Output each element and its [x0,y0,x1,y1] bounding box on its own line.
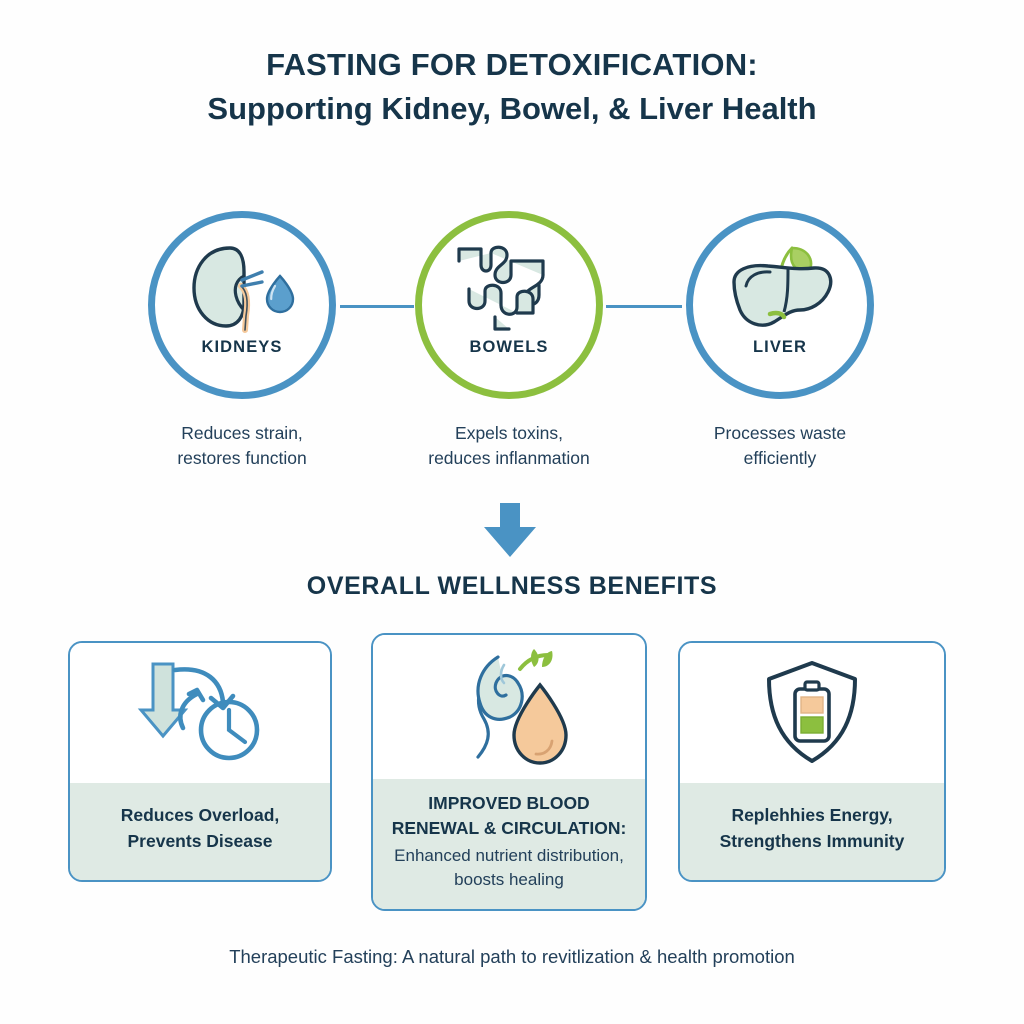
benefit-text-blood-renewal: IMPROVED BLOOD RENEWAL & CIRCULATION: En… [373,779,645,909]
section-heading-wellness: OVERALL WELLNESS BENEFITS [306,572,718,600]
page-title: FASTING FOR DETOXIFICATION: Supporting K… [0,46,1024,129]
organ-label-liver: LIVER [752,338,808,356]
organ-circle-bowels[interactable]: BOWELS [415,211,603,399]
kidney-icon [182,240,302,336]
organ-label-kidneys: KIDNEYS [201,338,283,356]
benefit-title-blood-renewal: IMPROVED BLOOD RENEWAL & CIRCULATION: [391,792,627,839]
benefit-sub-blood-renewal: Enhanced nutrient distribution, boosts h… [394,845,624,890]
organ-circle-liver[interactable]: LIVER [686,211,874,399]
organ-circle-kidneys[interactable]: KIDNEYS [148,211,336,399]
organ-node-bowels[interactable]: BOWELS Expels toxins, reduces inflanmati… [411,211,607,472]
benefit-text-energy-immunity: Replehhies Energy, Strengthens Immunity [680,783,944,880]
connector-kidneys-bowels [340,305,414,308]
arrow-clock-icon [70,643,330,783]
benefit-card-blood-renewal[interactable]: IMPROVED BLOOD RENEWAL & CIRCULATION: En… [371,633,647,911]
organ-caption-liver: Processes waste efficiently [713,423,847,469]
intestine-icon [451,240,567,336]
organ-caption-bowels: Expels toxins, reduces inflanmation [428,423,590,469]
liver-icon [718,240,842,336]
blood-drop-icon [373,635,645,779]
title-line-2: Supporting Kidney, Bowel, & Liver Health [207,90,817,126]
benefit-title-energy-immunity: Replehhies Energy, Strengthens Immunity [719,805,905,851]
down-arrow-icon [478,503,542,559]
organ-caption-kidneys: Reduces strain, restores function [177,423,307,469]
benefit-title-reduces-overload: Reduces Overload, Prevents Disease [120,805,280,851]
benefit-card-energy-immunity[interactable]: Replehhies Energy, Strengthens Immunity [678,641,946,882]
benefit-card-reduces-overload[interactable]: Reduces Overload, Prevents Disease [68,641,332,882]
footer-tagline: Therapeutic Fasting: A natural path to r… [229,946,795,967]
organ-label-bowels: BOWELS [469,338,549,356]
shield-battery-icon [680,643,944,783]
title-line-1: FASTING FOR DETOXIFICATION: [266,47,758,82]
connector-bowels-liver [606,305,682,308]
benefit-text-reduces-overload: Reduces Overload, Prevents Disease [70,783,330,880]
organ-node-liver[interactable]: LIVER Processes waste efficiently [682,211,878,472]
organ-node-kidneys[interactable]: KIDNEYS Reduces strain, restores functio… [144,211,340,472]
